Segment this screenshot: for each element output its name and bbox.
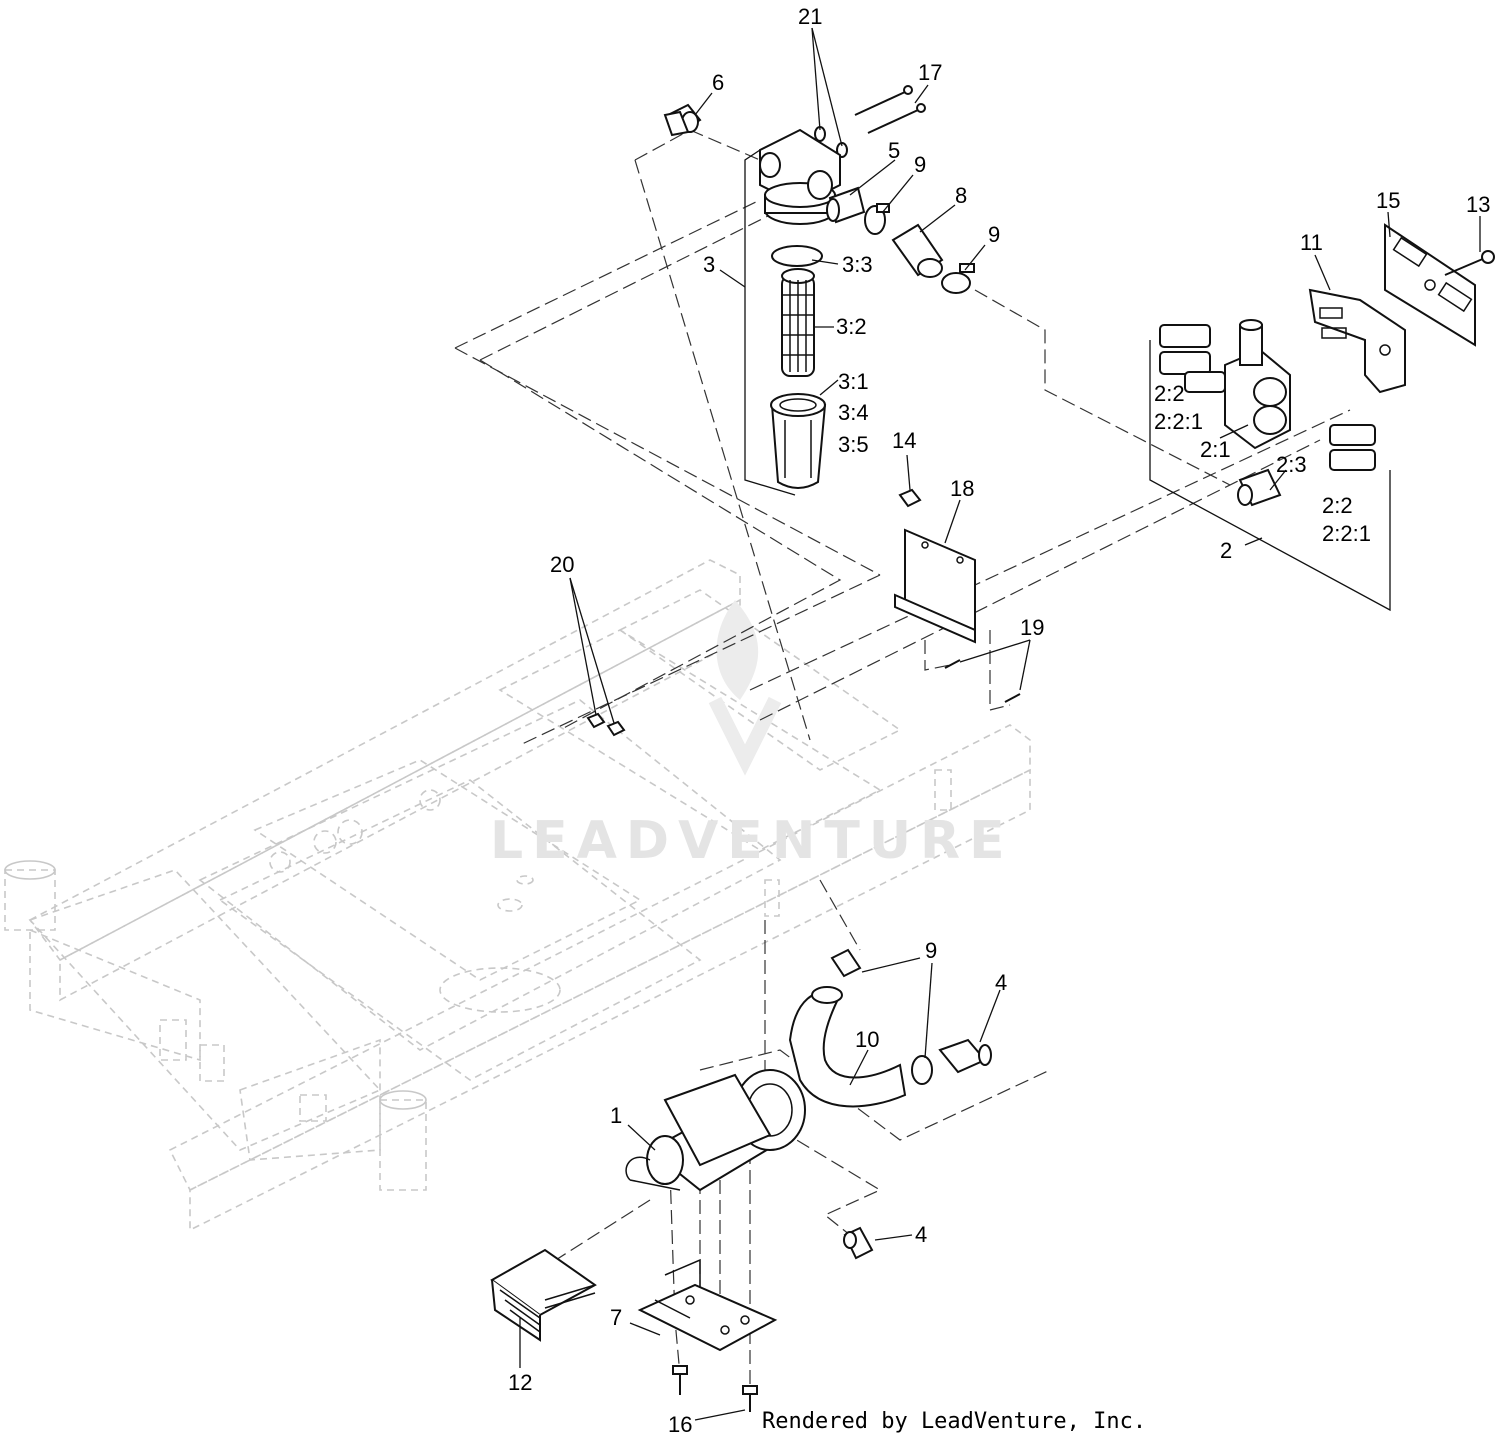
- nuts-20: [586, 712, 626, 737]
- filter-screen-3-2: [781, 268, 815, 377]
- callout-label: 10: [855, 1027, 879, 1052]
- bolts-17: [854, 85, 926, 134]
- watermark: LEADVENTURE: [490, 600, 1014, 871]
- bolts-16: [672, 1365, 758, 1412]
- callout-label: 18: [950, 476, 974, 501]
- mount-plate-7: [637, 1258, 778, 1352]
- callout-label: 2:2: [1154, 381, 1185, 406]
- callout-label: 4: [915, 1222, 927, 1247]
- elbow-fitting-4-lower: [843, 1226, 874, 1260]
- hose-10: [788, 986, 907, 1108]
- callout-label: 9: [914, 152, 926, 177]
- callout-label: 11: [1300, 230, 1323, 255]
- bolt-13: [1444, 250, 1495, 276]
- assembly-guides: [454, 129, 1351, 1390]
- callout-label: 5: [888, 138, 900, 163]
- washers-21: [814, 126, 848, 158]
- mount-bracket-11: [1308, 288, 1406, 394]
- callout-label: 3: [703, 252, 715, 277]
- callout-label: 8: [955, 183, 967, 208]
- callout-label: 17: [918, 60, 942, 85]
- mounting-plate-15: [1384, 223, 1476, 347]
- hose-clamp-9-lower: [830, 948, 862, 978]
- callout-label: 2: [1220, 538, 1232, 563]
- callout-label: 2:3: [1276, 452, 1307, 477]
- callout-label: 9: [925, 938, 937, 963]
- elbow-fitting-4-upper: [938, 1038, 992, 1074]
- callout-label: 15: [1376, 188, 1400, 213]
- manifold-valve-2: [1159, 319, 1376, 507]
- callout-label: 3:1: [838, 369, 869, 394]
- callout-label: 2:1: [1200, 437, 1231, 462]
- callout-label: 3:3: [842, 252, 873, 277]
- callout-label: 2:2:1: [1154, 409, 1203, 434]
- callout-label: 20: [550, 552, 574, 577]
- watermark-text: LEADVENTURE: [490, 811, 1014, 871]
- callout-label: 7: [610, 1305, 622, 1330]
- callout-leaders: [519, 27, 1481, 1421]
- filter-bowl-3-1: [770, 393, 827, 489]
- hose-barb-5: [826, 186, 866, 224]
- o-ring-3-3: [771, 245, 823, 267]
- callout-label: 9: [988, 222, 1000, 247]
- callout-label: 21: [798, 4, 822, 29]
- callout-label: 1: [610, 1103, 622, 1128]
- chassis-frame: [4, 559, 1031, 1232]
- hose-8: [891, 223, 944, 278]
- bolts-19: [944, 659, 1021, 703]
- callout-label: 6: [712, 70, 724, 95]
- pump-shield-12: [490, 1248, 597, 1342]
- callout-label: 2:2: [1322, 493, 1353, 518]
- callout-labels: 21 17 6 5 9 8 9 3 3:3 3:2 3:1 3:4 3:5 15…: [508, 4, 1490, 1437]
- hose-clamp-9-pump: [911, 1055, 933, 1085]
- callout-label: 3:2: [836, 314, 867, 339]
- callout-label: 4: [995, 970, 1007, 995]
- callout-label: 16: [668, 1412, 692, 1437]
- filter-head: [759, 128, 841, 225]
- callout-label: 14: [892, 428, 916, 453]
- callout-label: 19: [1020, 615, 1044, 640]
- callout-label: 13: [1466, 192, 1490, 217]
- callout-label: 12: [508, 1370, 532, 1395]
- pump-1: [625, 1069, 806, 1192]
- callout-label: 3:4: [838, 400, 869, 425]
- elbow-fitting-6: [663, 103, 702, 137]
- hose-clamp-9-middle: [941, 263, 975, 294]
- callout-label: 3:5: [838, 432, 869, 457]
- callout-label: 2:2:1: [1322, 521, 1371, 546]
- credit-text: Rendered by LeadVenture, Inc.: [762, 1409, 1146, 1434]
- bracket-plate-18: [894, 528, 976, 644]
- nut-14: [898, 488, 922, 508]
